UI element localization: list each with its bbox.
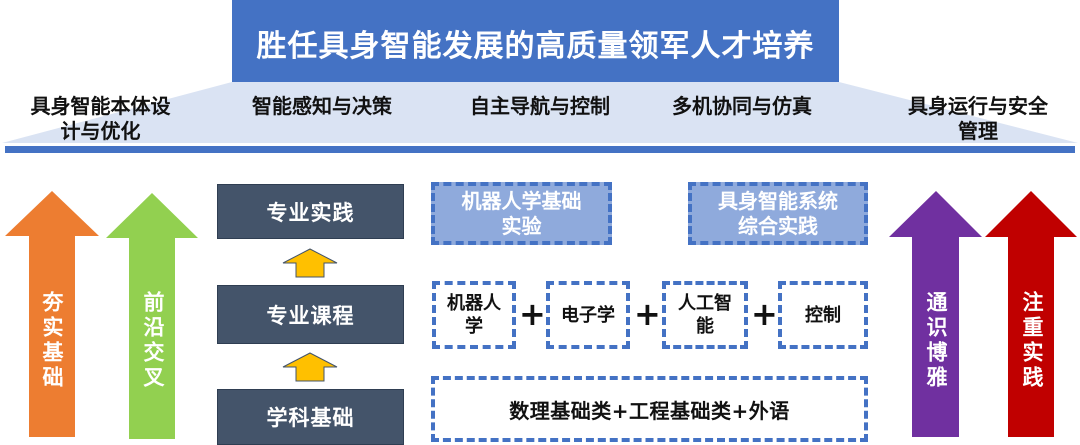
course-robotics: 机器人 学 xyxy=(432,281,516,349)
practice-robotics-lab: 机器人学基础 实验 xyxy=(431,182,612,245)
up-arrow-icon xyxy=(889,191,982,437)
domain-label-navigation: 自主导航与控制 xyxy=(470,94,610,118)
domain-label-multi-robot: 多机协同与仿真 xyxy=(672,94,812,118)
arrow-practice-focus: 注重实践 xyxy=(985,191,1079,441)
arrow-liberal-arts: 通识博雅 xyxy=(889,191,983,441)
step-professional-practice: 专业实践 xyxy=(217,184,404,239)
up-arrow-icon xyxy=(5,191,99,437)
arrow-frontier-cross: 前沿交叉 xyxy=(106,193,200,443)
arrow-label: 前沿交叉 xyxy=(141,291,165,391)
domain-band xyxy=(2,82,1078,143)
course-ai: 人工智 能 xyxy=(662,281,748,349)
domain-label-perception: 智能感知与决策 xyxy=(252,94,392,118)
yellow-up-arrow-icon xyxy=(282,248,338,278)
plus-icon: + xyxy=(751,295,778,333)
arrow-label: 通识博雅 xyxy=(924,291,948,391)
plus-icon: + xyxy=(519,295,546,333)
up-arrow-icon xyxy=(985,191,1077,437)
plus-icon: + xyxy=(634,295,661,333)
page-title: 胜任具身智能发展的高质量领军人才培养 xyxy=(232,0,839,82)
up-arrow-icon xyxy=(106,193,198,439)
course-control: 控制 xyxy=(778,281,868,349)
practice-embodied-system: 具身智能系统 综合实践 xyxy=(688,182,868,245)
step-discipline-foundation: 学科基础 xyxy=(217,389,404,445)
yellow-up-arrow-icon xyxy=(282,352,338,382)
arrow-label: 夯实基础 xyxy=(40,291,64,391)
separator-line xyxy=(5,146,1075,153)
domain-label-safety: 具身运行与安全 管理 xyxy=(908,94,1048,143)
foundation-label: 数理基础类+工程基础类+外语 xyxy=(509,398,790,423)
arrow-solid-foundation: 夯实基础 xyxy=(5,191,99,441)
course-electronics: 电子学 xyxy=(546,281,630,349)
arrow-label: 注重实践 xyxy=(1020,291,1044,391)
foundation-courses: 数理基础类+工程基础类+外语 xyxy=(431,376,868,442)
step-professional-courses: 专业课程 xyxy=(217,285,404,344)
domain-label-body-design: 具身智能本体设 计与优化 xyxy=(30,94,171,143)
